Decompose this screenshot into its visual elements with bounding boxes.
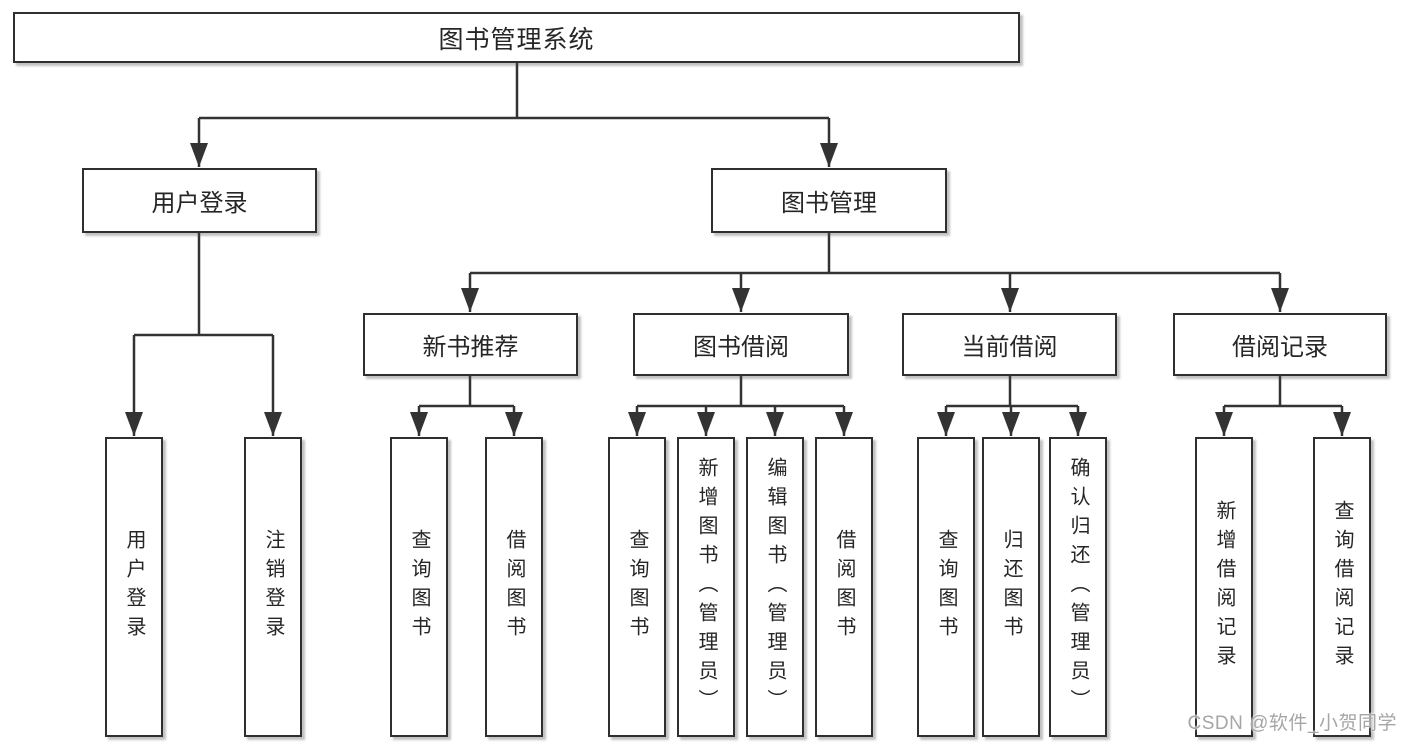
leaf-borrow-books-label: 借阅图书 [503,529,525,645]
leaf-confirm-return-admin-label: 确认归还（管理员） [1067,456,1089,718]
csdn-watermark: CSDN @软件_小贺同学 [1187,713,1397,734]
leaf-user-login-label: 用户登录 [123,529,145,645]
leaf-add-borrow-record-label: 新增借阅记录 [1213,500,1235,674]
leaf-borrow-books-under-recommend: 借阅图书 [485,437,543,737]
leaf-add-borrow-record: 新增借阅记录 [1195,437,1253,737]
leaf-query-borrow-record-label: 查询借阅记录 [1331,500,1353,674]
connector-book-management-branch [461,233,1289,312]
leaf-edit-books-admin: 编辑图书（管理员） [746,437,804,737]
node-user-login: 用户登录 [82,168,317,233]
leaf-borrow-books-under-borrowing: 借阅图书 [815,437,873,737]
leaf-borrow-books-label: 借阅图书 [833,529,855,645]
leaf-query-books-under-borrowing: 查询图书 [608,437,666,737]
leaf-edit-books-admin-label: 编辑图书（管理员） [764,456,786,718]
node-borrowing-records: 借阅记录 [1173,313,1387,376]
leaf-query-borrow-record: 查询借阅记录 [1313,437,1371,737]
leaf-add-books-admin-label: 新增图书（管理员） [695,456,717,718]
node-book-management: 图书管理 [711,168,947,233]
connector-borrowing-records-branch [1215,376,1351,436]
leaf-confirm-return-admin: 确认归还（管理员） [1049,437,1107,737]
leaf-query-books-label: 查询图书 [935,529,957,645]
leaf-return-books: 归还图书 [982,437,1040,737]
leaf-logout-label: 注销登录 [262,529,284,645]
leaf-query-books-label: 查询图书 [626,529,648,645]
connector-current-borrowing-branch [937,376,1087,436]
leaf-query-books-under-current: 查询图书 [917,437,975,737]
connector-book-borrowing-branch [628,376,853,436]
leaf-query-books-label: 查询图书 [408,529,430,645]
connector-root-branch [190,63,838,167]
node-current-borrowing: 当前借阅 [902,313,1117,376]
connector-user-login-branch [125,233,282,436]
node-book-borrowing: 图书借阅 [633,313,849,376]
node-new-book-recommend: 新书推荐 [363,313,578,376]
connector-new-book-branch [410,376,523,436]
leaf-add-books-admin: 新增图书（管理员） [677,437,735,737]
leaf-logout: 注销登录 [244,437,302,737]
leaf-return-books-label: 归还图书 [1000,529,1022,645]
node-root-library-management-system: 图书管理系统 [13,12,1020,63]
leaf-query-books-under-recommend: 查询图书 [390,437,448,737]
leaf-user-login: 用户登录 [105,437,163,737]
